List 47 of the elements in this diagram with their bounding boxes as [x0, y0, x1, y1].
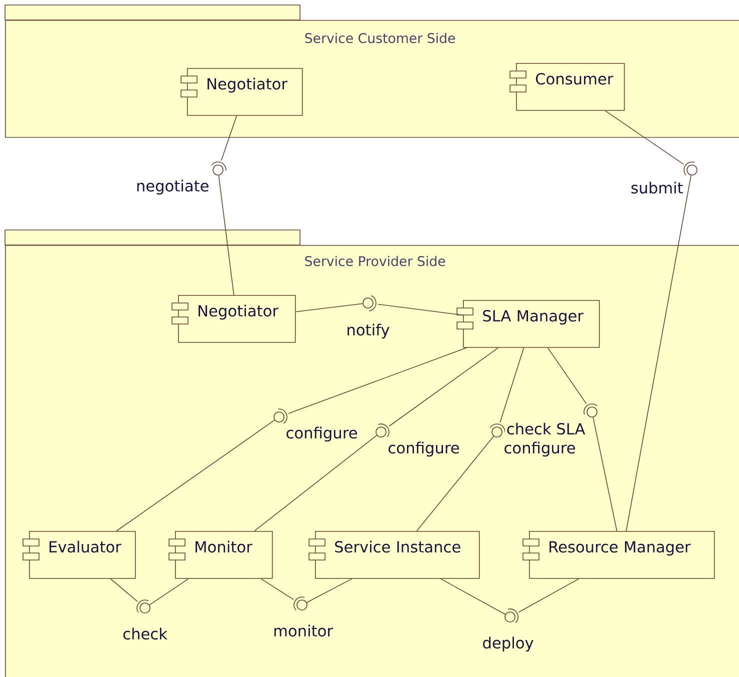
interface-label: notify [344, 322, 392, 340]
connector-line [518, 578, 580, 612]
connector-line [416, 436, 494, 532]
interface-symbol [136, 600, 150, 614]
component-box: Evaluator [22, 531, 136, 579]
interface-label: configure [284, 425, 360, 443]
interface-label: monitor [272, 623, 334, 638]
interface-symbol [210, 162, 226, 176]
connector-line [378, 304, 464, 316]
connector-line [306, 578, 352, 603]
interface-symbol [294, 596, 308, 611]
connector-line [149, 578, 189, 606]
component-box: Resource Manager [522, 531, 715, 579]
interface-symbol [684, 162, 698, 176]
interface-label: configure [386, 440, 462, 458]
connector-line [254, 434, 378, 532]
component-box: Negotiator [180, 68, 303, 116]
interface-label: check SLA [505, 421, 587, 436]
interface-symbol [376, 424, 390, 438]
interface-label: deploy [480, 635, 536, 653]
connector-line [604, 110, 684, 165]
interface-label: check [121, 626, 169, 641]
connector-line [220, 115, 238, 161]
connector-line [500, 347, 524, 423]
component-box: Consumer [510, 63, 625, 111]
component-box: Service Instance [308, 531, 480, 579]
connector-line [288, 347, 468, 414]
connector-line [592, 416, 618, 532]
interface-label: submit [629, 180, 685, 195]
connector-line [116, 420, 275, 532]
connector-line [295, 303, 364, 312]
interface-label: negotiate [134, 178, 211, 196]
connector-line [110, 578, 138, 602]
connector-line [440, 578, 506, 615]
interface-label: configure [502, 440, 578, 458]
connector-line [626, 174, 692, 532]
connector-line [547, 347, 587, 404]
interface-symbol [490, 424, 506, 438]
component-box: SLA Manager [456, 300, 600, 348]
connector-line [218, 174, 234, 296]
component-box: Negotiator [172, 295, 296, 343]
interface-symbol [274, 408, 288, 424]
interface-symbol [584, 404, 598, 418]
connector-line [388, 347, 499, 427]
interface-symbol [504, 608, 518, 624]
connector-line [260, 578, 294, 600]
component-box: Monitor [168, 531, 273, 579]
